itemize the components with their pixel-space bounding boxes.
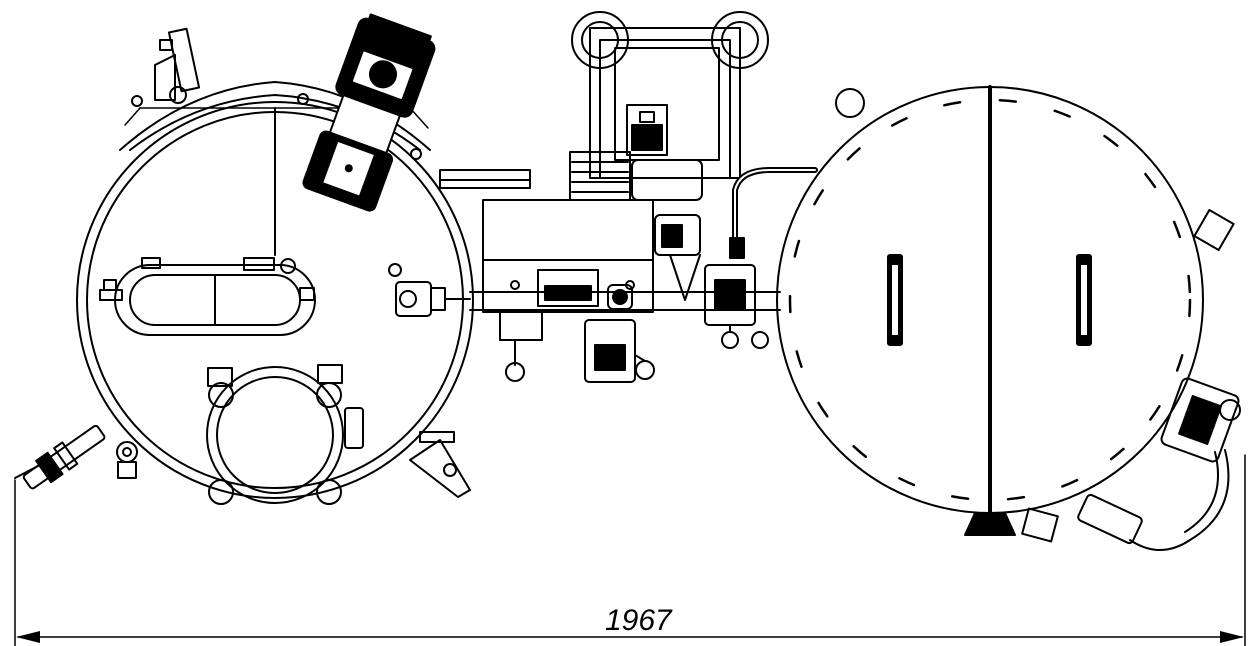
bottom-manhole [206, 364, 364, 505]
center-unit [439, 11, 818, 383]
left-vessel [14, 13, 474, 505]
pipe-valve-cluster [654, 214, 769, 349]
drain-valve [409, 431, 471, 498]
overall-width-dimension: 1967 [14, 454, 1246, 646]
right-vessel-valves [1021, 209, 1241, 551]
oval-hatch [99, 257, 316, 336]
control-box [482, 199, 654, 313]
lower-valves [499, 311, 655, 383]
right-vessel [776, 85, 1241, 551]
left-arrowhead [16, 631, 40, 643]
hose [729, 167, 818, 259]
motor [302, 13, 436, 212]
side-fitting [388, 263, 471, 317]
right-arrowhead [1220, 631, 1244, 643]
left-vessel-outer-shell [76, 101, 474, 499]
left-sensor [14, 424, 106, 490]
dimension-label: 1967 [605, 604, 673, 637]
top-valve [154, 27, 201, 104]
